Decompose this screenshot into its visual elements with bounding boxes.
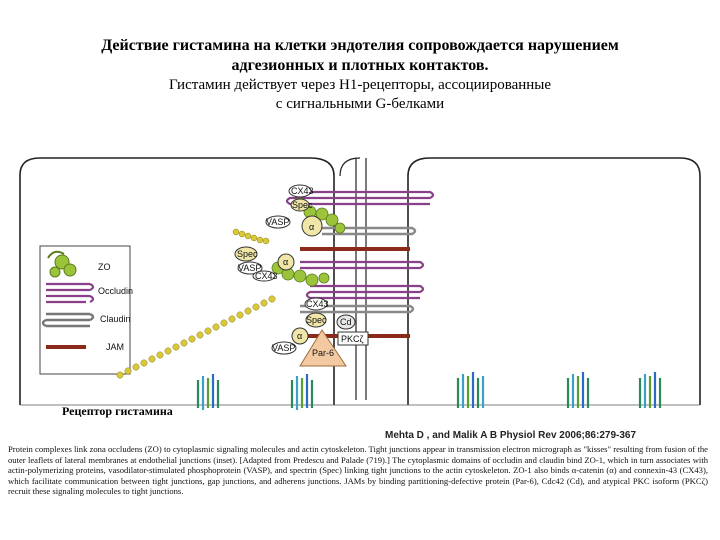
protein-group-lower: CX43 Spec Cd PKCζ Par-6 VASP α: [271, 297, 369, 367]
zo-cluster-middle: [271, 261, 330, 287]
protein-group-middle: Spec VASP CX43 α: [234, 246, 295, 282]
histamine-receptors: [196, 372, 662, 410]
subtitle-line-1: Гистамин действует через Н1-рецепторы, а…: [168, 77, 552, 93]
legend-zo-label: ZO: [98, 262, 111, 272]
slide-title: Действие гистамина на клетки эндотелия с…: [40, 36, 680, 114]
pkc-label: PKCζ: [341, 334, 364, 344]
cd-label: Cd: [340, 317, 352, 327]
spec-label-lower: Spec: [306, 315, 327, 325]
alpha-label-upper: α: [309, 222, 314, 232]
legend-zo-symbol: [47, 250, 77, 278]
legend-claudin-symbol: [41, 312, 95, 328]
cx43-label-middle: CX43: [255, 271, 278, 281]
receptor-5: [638, 372, 662, 408]
subtitle-line-2: с сигнальными G-белками: [275, 96, 445, 112]
right-cell-membrane: [407, 157, 701, 405]
occludin-strands: [285, 190, 435, 300]
receptor-label: Рецептор гистамина: [62, 404, 173, 418]
title-line-1: Действие гистамина на клетки эндотелия с…: [101, 37, 619, 54]
spec-label-middle: Spec: [237, 249, 258, 259]
alpha-label-lower: α: [297, 331, 302, 341]
legend-jam-label: JAM: [106, 342, 124, 352]
receptor-2: [290, 374, 314, 410]
protein-group-upper: CX43 Spec VASP α: [265, 184, 323, 237]
figure-caption: Protein complexes link zona occludens (Z…: [8, 444, 708, 496]
legend-occludin-label: Occludin: [98, 286, 133, 296]
legend-jam-symbol: [46, 345, 86, 349]
title-line-2: адгезионных и плотных контактов.: [231, 57, 489, 74]
left-cell-membrane: [19, 157, 335, 405]
receptor-3: [456, 372, 485, 408]
legend-box: [39, 245, 131, 375]
legend-occludin-symbol: [46, 282, 95, 304]
actin-filament-upper: [232, 228, 270, 245]
par6-label: Par-6: [312, 348, 334, 358]
junction-diagram: ZO Occludin Claudin JAM: [19, 157, 701, 410]
alpha-label-middle: α: [283, 257, 288, 267]
receptor-1: [196, 374, 220, 410]
receptor-4: [566, 372, 590, 408]
citation: Mehta D , and Malik A B Physiol Rev 2006…: [385, 430, 637, 441]
left-cell-membrane-inner: [339, 157, 361, 177]
spec-label-upper: Spec: [292, 200, 313, 210]
cx43-label-lower: CX43: [306, 299, 329, 309]
actin-filament-lower: [116, 295, 276, 379]
vasp-label-middle: VASP: [238, 263, 261, 273]
vasp-label-lower: VASP: [272, 343, 295, 353]
claudin-strands: [300, 226, 417, 314]
legend-claudin-label: Claudin: [100, 314, 131, 324]
vasp-label-upper: VASP: [266, 217, 289, 227]
cx43-label-upper: CX43: [291, 186, 314, 196]
